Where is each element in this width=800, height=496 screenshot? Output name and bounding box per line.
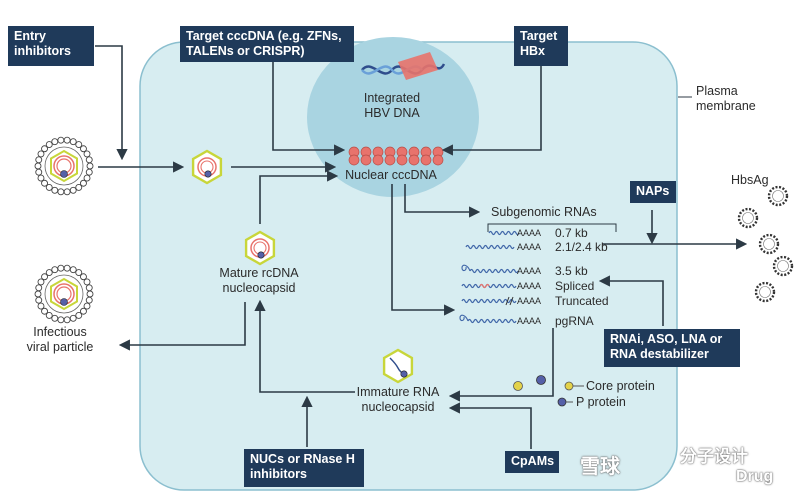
arrow-recycle — [259, 170, 339, 224]
cccdna-icon — [348, 146, 444, 166]
rna-name: 0.7 kb — [555, 226, 588, 240]
immature-rna-label: Immature RNA nucleocapsid — [356, 385, 440, 414]
rna-polya-tail: AAAA — [517, 316, 542, 326]
target-cccdna-line-2: TALENs or CRISPR) — [186, 44, 305, 58]
arrow-cpams — [448, 402, 532, 449]
entry-inhibitors-line-1: Entry — [14, 29, 46, 43]
rna-name: Truncated — [555, 294, 609, 308]
arrow-encapsidation — [448, 328, 554, 402]
core-protein-dot — [513, 381, 523, 391]
arrow-rnai — [598, 275, 664, 326]
cpams-box: CpAMs — [505, 451, 559, 473]
hbsag-label: HbsAg — [731, 173, 769, 187]
arrow-subgenomic — [404, 184, 481, 218]
rna-polya-tail: AAAA — [517, 296, 542, 306]
entry-inhibitors-box: Entry inhibitors — [8, 26, 94, 66]
nucs-box: NUCs or RNase H inhibitors — [244, 449, 364, 487]
rna-name: pgRNA — [555, 314, 594, 328]
infectious-particle-label: Infectious viral particle — [26, 325, 94, 354]
rnai-box: RNAi, ASO, LNA or RNA destabilizer — [604, 329, 740, 367]
rnai-line-1: RNAi, ASO, LNA or — [610, 332, 723, 346]
virion-icon — [34, 264, 94, 324]
rna-name: 2.1/2.4 kb — [555, 240, 608, 254]
capsid-icon — [244, 230, 276, 266]
target-hbx-line-1: Target — [520, 29, 558, 43]
capsid-icon — [382, 348, 414, 384]
arrow-target-hbx — [441, 66, 542, 156]
naps-box: NAPs — [630, 181, 676, 203]
integrated-hbv-dna-label: Integrated HBV DNA — [363, 91, 421, 120]
virion-icon — [34, 136, 94, 196]
arrow-pregenomic — [391, 184, 456, 316]
target-hbx-line-2: HBx — [520, 44, 546, 58]
arrow-target-cccdna — [272, 60, 346, 156]
nucs-line-1: NUCs or RNase H — [250, 452, 355, 466]
subgenomic-rnas-label: Subgenomic RNAs — [491, 205, 597, 219]
rna-polya-tail: AAAA — [517, 228, 542, 238]
plasma-membrane-label: Plasma membrane — [696, 84, 756, 113]
rna-polya-tail: AAAA — [517, 281, 542, 291]
p-protein-dot — [536, 375, 546, 385]
rna-polya-tail: AAAA — [517, 266, 542, 276]
arrow-reverse-transcription — [254, 299, 355, 393]
target-cccdna-line-1: Target cccDNA (e.g. ZFNs, — [186, 29, 342, 43]
rna-wave-icon — [459, 230, 520, 324]
capsid-icon — [191, 149, 223, 185]
hbsag-particle-icon — [737, 185, 794, 303]
watermark-left: 雪球 — [580, 456, 620, 478]
watermark-right: Drug — [736, 468, 774, 485]
rna-name: 3.5 kb — [555, 264, 588, 278]
target-hbx-box: Target HBx — [514, 26, 568, 66]
p-protein-legend-icon — [557, 397, 567, 407]
core-protein-legend-icon — [564, 381, 574, 391]
core-protein-label: Core protein — [586, 379, 655, 393]
arrow-entry-inhibitor — [95, 45, 128, 161]
entry-inhibitors-line-2: inhibitors — [14, 44, 71, 58]
target-cccdna-box: Target cccDNA (e.g. ZFNs, TALENs or CRIS… — [180, 26, 354, 62]
rna-name: Spliced — [555, 279, 595, 293]
subgenomic-bracket — [487, 223, 617, 232]
arrow-virion-release — [118, 302, 246, 351]
p-protein-label: P protein — [576, 395, 626, 409]
watermark-middle: 分子设计 — [680, 447, 748, 466]
mature-rcdna-label: Mature rcDNA nucleocapsid — [219, 266, 299, 295]
nucs-line-2: inhibitors — [250, 467, 307, 481]
rna-polya-tail: AAAA — [517, 242, 542, 252]
hbv-dna-icon — [361, 52, 446, 80]
rnai-line-2: RNA destabilizer — [610, 347, 709, 361]
nuclear-cccdna-label: Nuclear cccDNA — [345, 168, 437, 182]
